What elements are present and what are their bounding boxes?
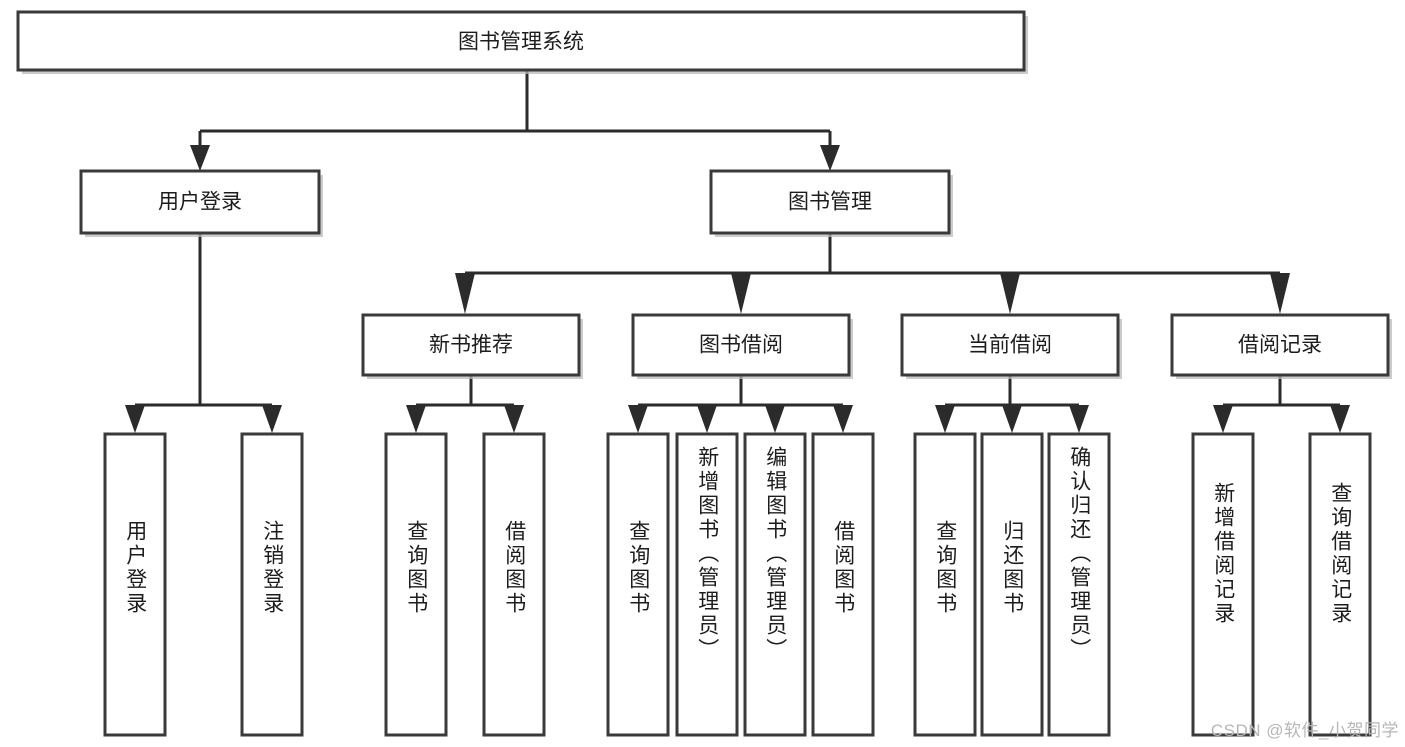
arrowhead-book-manage bbox=[820, 145, 840, 171]
node-new-book-recommend[interactable]: 新书推荐 bbox=[361, 313, 583, 379]
node-current-borrow-label: 当前借阅 bbox=[968, 334, 1052, 357]
arrowhead-book-borrow bbox=[731, 273, 751, 314]
node-leaf-add-book-box[interactable] bbox=[675, 432, 739, 737]
arrowhead-leaf-borrow-book-2 bbox=[833, 405, 853, 433]
arrowhead-current-borrow bbox=[1000, 273, 1020, 314]
node-leaf-add-record-box[interactable] bbox=[1191, 432, 1255, 737]
arrowhead-leaf-add-book bbox=[697, 405, 717, 433]
arrowhead-new-book-recommend bbox=[455, 273, 475, 314]
node-user-login[interactable]: 用户登录 bbox=[79, 169, 323, 237]
node-leaf-borrow-book-1-box[interactable] bbox=[482, 432, 546, 737]
node-leaf-query-book-3-box[interactable] bbox=[913, 432, 977, 737]
arrowhead-leaf-add-record bbox=[1213, 405, 1233, 433]
node-leaf-logout-box[interactable] bbox=[240, 432, 304, 737]
arrowhead-leaf-logout bbox=[262, 405, 282, 433]
node-leaf-confirm-return-box[interactable] bbox=[1047, 432, 1111, 737]
node-book-borrow-label: 图书借阅 bbox=[699, 334, 783, 357]
arrowhead-leaf-borrow-book-1 bbox=[504, 405, 524, 433]
node-user-login-label: 用户登录 bbox=[158, 191, 242, 214]
node-new-book-recommend-box[interactable] bbox=[361, 313, 581, 377]
node-current-borrow-box[interactable] bbox=[900, 313, 1120, 377]
node-book-manage-label: 图书管理 bbox=[788, 191, 872, 214]
connector-layer bbox=[125, 70, 1350, 433]
arrowhead-leaf-query-book-3 bbox=[935, 405, 955, 433]
node-user-login-box[interactable] bbox=[79, 169, 321, 235]
node-leaf-edit-book-box[interactable] bbox=[743, 432, 807, 737]
node-new-book-recommend-label: 新书推荐 bbox=[429, 334, 513, 357]
arrowhead-leaf-confirm-return bbox=[1069, 405, 1089, 433]
node-book-manage[interactable]: 图书管理 bbox=[709, 169, 953, 237]
node-leaf-query-book-2-box[interactable] bbox=[606, 432, 670, 737]
node-book-borrow-box[interactable] bbox=[631, 313, 851, 377]
node-leaf-borrow-book-2-box[interactable] bbox=[811, 432, 875, 737]
node-leaf-query-record-box[interactable] bbox=[1308, 432, 1372, 737]
node-book-borrow[interactable]: 图书借阅 bbox=[631, 313, 853, 379]
arrowhead-leaf-user-login bbox=[125, 405, 145, 433]
arrowhead-borrow-record bbox=[1270, 273, 1290, 314]
node-borrow-record-box[interactable] bbox=[1170, 313, 1390, 377]
node-current-borrow[interactable]: 当前借阅 bbox=[900, 313, 1122, 379]
csdn-watermark: CSDN @软件_小贺同学 bbox=[1210, 721, 1399, 740]
arrowhead-leaf-return-book bbox=[1002, 405, 1022, 433]
node-leaf-return-book-box[interactable] bbox=[980, 432, 1044, 737]
node-leaf-query-book-1-box[interactable] bbox=[384, 432, 448, 737]
arrowhead-user-login bbox=[190, 145, 210, 171]
node-root-label: 图书管理系统 bbox=[458, 31, 584, 54]
node-root-box[interactable] bbox=[16, 10, 1026, 72]
node-borrow-record[interactable]: 借阅记录 bbox=[1170, 313, 1392, 379]
node-root[interactable]: 图书管理系统 bbox=[16, 10, 1028, 74]
node-borrow-record-label: 借阅记录 bbox=[1238, 334, 1322, 357]
arrowhead-leaf-edit-book bbox=[765, 405, 785, 433]
node-leaf-user-login-box[interactable] bbox=[103, 432, 167, 737]
arrowhead-leaf-query-record bbox=[1330, 405, 1350, 433]
arrowhead-leaf-query-book-1 bbox=[406, 405, 426, 433]
node-book-manage-box[interactable] bbox=[709, 169, 951, 235]
leaf-box-layer bbox=[103, 432, 1372, 737]
arrowhead-leaf-query-book-2 bbox=[628, 405, 648, 433]
